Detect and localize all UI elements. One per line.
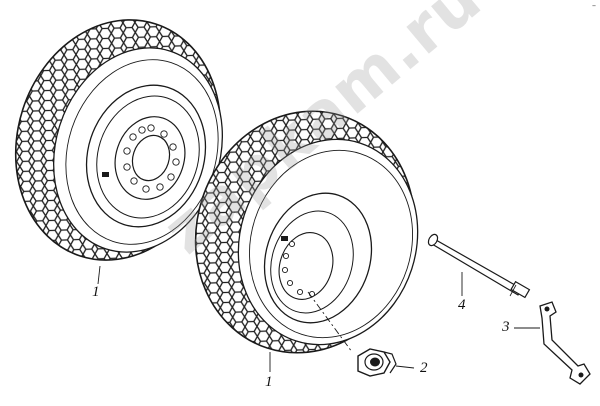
callout-1-right: 1 xyxy=(265,374,273,390)
callout-2: 2 xyxy=(420,360,428,376)
leader-lines xyxy=(97,265,540,372)
stud-shaft xyxy=(427,233,531,299)
callout-4: 4 xyxy=(458,297,466,313)
wheel-nut xyxy=(307,291,397,377)
wheel-right xyxy=(194,110,419,354)
callout-3: 3 xyxy=(502,319,510,335)
corner-mark: – xyxy=(592,1,596,10)
mounting-bracket xyxy=(539,301,591,385)
callout-1-left: 1 xyxy=(92,284,100,300)
wheel-left xyxy=(14,19,223,261)
